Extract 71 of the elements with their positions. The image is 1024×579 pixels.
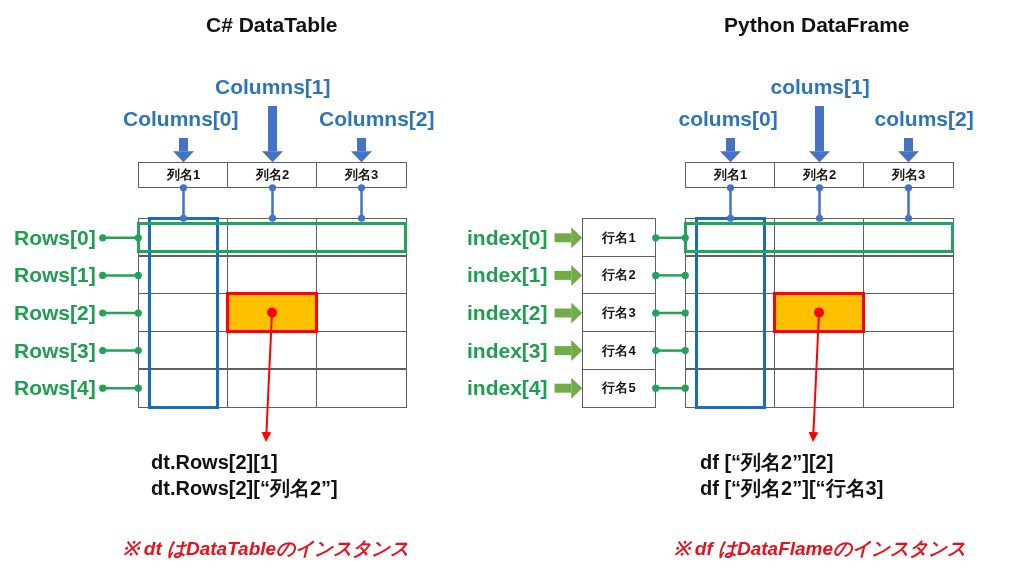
connector-line bbox=[179, 184, 188, 222]
connector-line bbox=[652, 347, 689, 355]
panel-title: Python DataFrame bbox=[724, 11, 910, 37]
arrow bbox=[898, 138, 919, 163]
connector-line bbox=[99, 384, 142, 392]
highlighted-cell bbox=[772, 291, 866, 334]
table-grid bbox=[138, 218, 407, 408]
arrow bbox=[554, 264, 583, 286]
header-cell: 列名2 bbox=[774, 162, 865, 188]
column-label: Columns[2] bbox=[319, 107, 435, 131]
header-cell: 列名2 bbox=[227, 162, 318, 188]
index-label: index[1] bbox=[467, 263, 548, 288]
column-label: colums[1] bbox=[770, 75, 870, 99]
connector-line bbox=[652, 234, 689, 242]
index-label: index[2] bbox=[467, 301, 548, 325]
table-grid bbox=[685, 218, 954, 408]
connector-line bbox=[99, 309, 142, 317]
arrow bbox=[554, 340, 583, 362]
row-name-cell: 行名5 bbox=[582, 368, 656, 408]
row-highlight-frame bbox=[684, 222, 954, 253]
header-cell: 列名3 bbox=[863, 162, 954, 188]
row-name-cell: 行名1 bbox=[582, 218, 656, 258]
connector-line bbox=[357, 184, 366, 222]
row-label: Rows[1] bbox=[14, 263, 96, 288]
highlighted-cell bbox=[225, 291, 319, 334]
row-label: Rows[4] bbox=[14, 376, 96, 401]
index-label: index[0] bbox=[467, 225, 548, 250]
arrow bbox=[809, 106, 830, 163]
connector-line bbox=[904, 184, 913, 222]
arrow bbox=[351, 138, 372, 163]
column-highlight-frame bbox=[147, 216, 220, 410]
column-label: colums[0] bbox=[678, 107, 778, 131]
connector-line bbox=[726, 184, 735, 222]
code-line: dt.Rows[2][1] bbox=[151, 450, 278, 475]
code-line: dt.Rows[2][“列名2”] bbox=[151, 476, 338, 501]
column-label: colums[2] bbox=[874, 107, 974, 131]
row-name-cell: 行名3 bbox=[582, 293, 656, 333]
column-label: Columns[0] bbox=[123, 107, 239, 131]
connector-line bbox=[652, 384, 689, 392]
footnote: ※ df はDataFlameのインスタンス bbox=[673, 536, 967, 560]
code-line: df [“列名2”][“行名3] bbox=[700, 476, 884, 501]
code-line: df [“列名2”][2] bbox=[700, 450, 834, 475]
connector-line bbox=[652, 309, 689, 317]
arrow bbox=[554, 302, 583, 324]
index-label: index[4] bbox=[467, 376, 548, 401]
connector-line bbox=[99, 347, 142, 355]
row-label: Rows[2] bbox=[14, 301, 96, 325]
row-highlight-frame bbox=[137, 222, 407, 253]
arrow bbox=[808, 307, 824, 442]
header-cell: 列名1 bbox=[685, 162, 776, 188]
arrow bbox=[554, 227, 583, 249]
connector-line bbox=[99, 271, 142, 279]
arrow bbox=[720, 138, 741, 163]
footnote: ※ dt はDataTableのインスタンス bbox=[122, 536, 410, 560]
row-label: Rows[0] bbox=[14, 225, 96, 250]
header-cell: 列名1 bbox=[138, 162, 229, 188]
connector-line bbox=[268, 184, 277, 222]
index-label: index[3] bbox=[467, 338, 548, 363]
connector-line bbox=[815, 184, 824, 222]
column-label: Columns[1] bbox=[215, 75, 331, 99]
arrow bbox=[173, 138, 194, 163]
arrow bbox=[261, 307, 277, 442]
arrow bbox=[262, 106, 283, 163]
column-highlight-frame bbox=[694, 216, 767, 410]
panel-title: C# DataTable bbox=[206, 11, 338, 37]
header-cell: 列名3 bbox=[316, 162, 407, 188]
connector-line bbox=[652, 271, 689, 279]
row-label: Rows[3] bbox=[14, 338, 96, 363]
arrow bbox=[554, 377, 583, 399]
row-name-cell: 行名4 bbox=[582, 331, 656, 371]
connector-line bbox=[99, 234, 142, 242]
